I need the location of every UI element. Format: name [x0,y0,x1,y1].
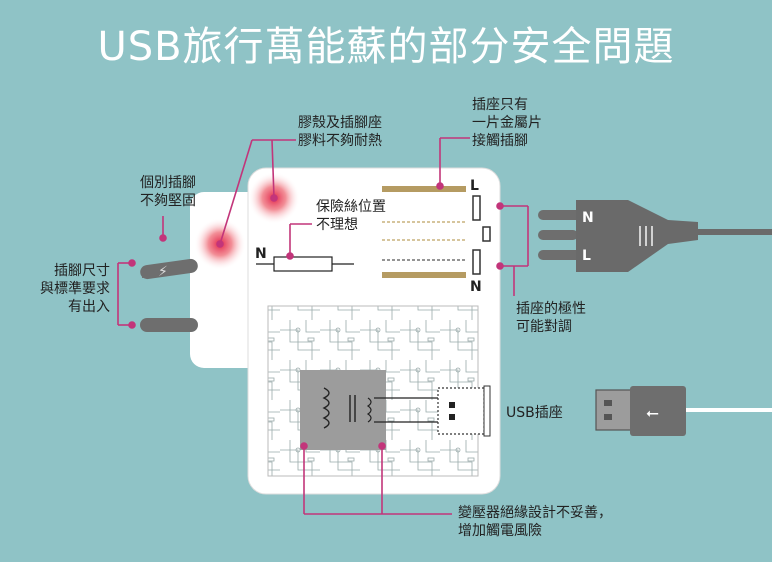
label-polarity: 插座的極性 可能對調 [516,301,586,335]
socket-letter-l: L [470,178,479,194]
usb-symbol-icon: ⭠ [646,403,659,422]
page-title: USB旅行萬能蘇的部分安全問題 [97,24,675,70]
fuse-letter-n: N [255,246,267,262]
contact-strip-bottom [382,272,466,278]
label-contact: 插座只有 一片金屬片 接觸插腳 [472,97,542,149]
socket-slot-earth [482,226,491,242]
mains-plug: N L [538,200,772,272]
socket-letter-n: N [470,279,482,295]
label-fuse: 保險絲位置 不理想 [316,199,386,233]
label-shell: 膠殼及插腳座 膠料不夠耐熱 [298,115,382,149]
label-pin-size: 插腳尺寸 與標準要求 有出入 [40,263,110,315]
socket-slot-n [472,249,481,275]
transformer [300,370,386,450]
label-pins-loose: 個別插腳 不夠堅固 [140,175,196,209]
usb-plug: ⭠ [595,386,772,436]
label-usb-socket: USB插座 [506,405,563,421]
lower-pin [140,318,198,332]
plug-body [576,200,698,272]
socket-slot-l [472,195,481,221]
usb-socket-port [437,387,485,435]
plug-letter-n: N [582,210,594,226]
contact-strip-top [382,186,466,192]
device-body: L N N [247,167,501,495]
callout-lines [117,137,529,515]
plug-letter-l: L [582,248,591,264]
lightning-icon: ⚡ [158,264,168,280]
fuse [273,256,333,272]
label-transformer: 變壓器絕緣設計不妥善， 增加觸電風險 [458,505,612,539]
